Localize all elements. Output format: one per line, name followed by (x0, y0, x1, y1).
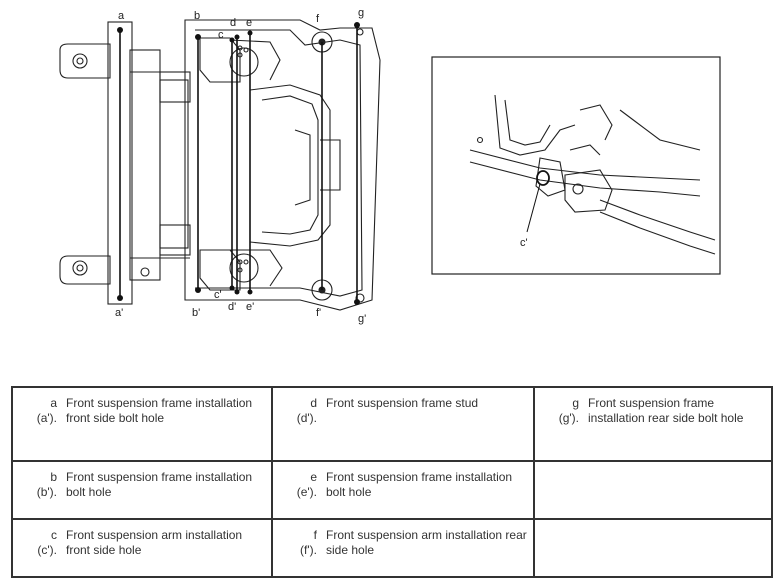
legend-cell-empty (533, 518, 773, 578)
measurement-lines (119, 25, 358, 302)
frame-drawing (59, 19, 381, 311)
legend-cell-b: b(b'). Front suspension frame installatio… (11, 460, 273, 520)
callout-b: b (194, 10, 200, 22)
callout-e-prime: e' (246, 301, 254, 313)
callout-f-prime: f' (316, 307, 321, 319)
suspension-frame-diagram: a a' b b' c c' d d' e e' f f' g g' c' (59, 7, 721, 325)
legend-code: g (572, 396, 579, 410)
callout-c-prime: c' (214, 289, 222, 301)
front-bushing-upper (59, 43, 111, 79)
legend-code-prime: (a'). (36, 411, 57, 425)
legend-code: b (50, 470, 57, 484)
legend-row: a(a'). Front suspension frame installatio… (11, 386, 773, 462)
legend-code: f (313, 528, 317, 542)
legend-cell-d: d(d'). Front suspension frame stud (271, 386, 535, 462)
callout-d-prime: d' (228, 301, 236, 313)
legend-code: d (310, 396, 317, 410)
legend-cell-a: a(a'). Front suspension frame installatio… (11, 386, 273, 462)
legend-cell-e: e(e'). Front suspension frame installatio… (271, 460, 535, 520)
callout-c: c (218, 29, 224, 41)
legend-code: e (310, 470, 317, 484)
legend-code-prime: (f'). (300, 543, 317, 557)
front-bushing-lower (59, 255, 111, 285)
detail-view: c' (431, 56, 721, 275)
detail-callout-c-prime: c' (520, 237, 528, 249)
callout-f: f (316, 13, 320, 25)
callout-g: g (358, 7, 364, 19)
legend-row: c(c'). Front suspension arm installation … (11, 518, 773, 578)
legend-code-prime: (c'). (37, 543, 57, 557)
legend-code-prime: (b'). (36, 485, 57, 499)
callout-a: a (118, 10, 125, 22)
legend-code-prime: (d'). (296, 411, 317, 425)
callout-b-prime: b' (192, 307, 200, 319)
measurement-endpoints (117, 22, 360, 305)
legend-description: Front suspension frame installation bolt… (326, 470, 513, 499)
callout-e: e (246, 17, 252, 29)
legend-description: Front suspension arm installation rear s… (326, 528, 527, 557)
legend-cell-empty (533, 460, 773, 520)
callout-a-prime: a' (115, 307, 123, 319)
callout-g-prime: g' (358, 313, 366, 325)
legend-description: Front suspension frame stud (326, 396, 479, 410)
legend-table: a(a'). Front suspension frame installatio… (11, 386, 773, 578)
legend-code: c (51, 528, 57, 542)
legend-cell-g: g(g'). Front suspension frame installatio… (533, 386, 773, 462)
legend-description: Front suspension frame installation fron… (66, 396, 253, 425)
legend-row: b(b'). Front suspension frame installatio… (11, 460, 773, 520)
legend-description: Front suspension arm installation front … (66, 528, 243, 557)
legend-code: a (50, 396, 57, 410)
legend-description: Front suspension frame installation bolt… (66, 470, 253, 499)
legend-description: Front suspension frame installation rear… (588, 396, 744, 425)
legend-cell-c: c(c'). Front suspension arm installation … (11, 518, 273, 578)
callout-d: d (230, 17, 236, 29)
legend-code-prime: (g'). (558, 411, 579, 425)
legend-cell-f: f(f'). Front suspension arm installation … (271, 518, 535, 578)
legend-code-prime: (e'). (296, 485, 317, 499)
